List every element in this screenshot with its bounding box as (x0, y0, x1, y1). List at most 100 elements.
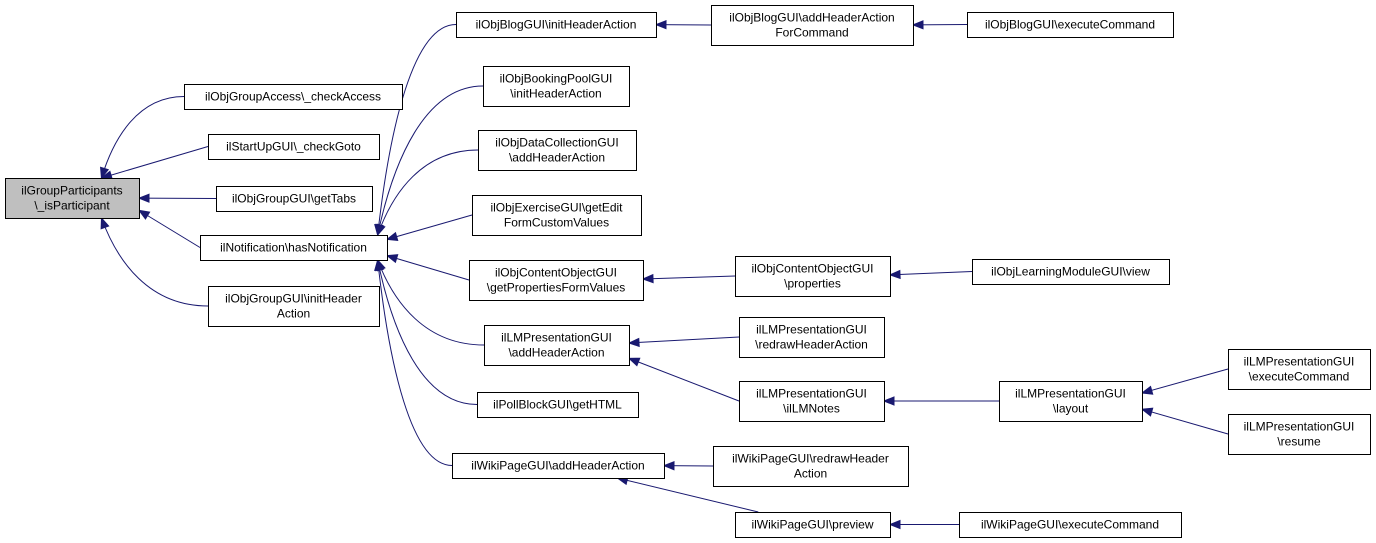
edge-line (138, 209, 201, 248)
node-box (735, 512, 891, 538)
edge-line (101, 96, 185, 179)
node-blog-exec[interactable]: ilObjBlogGUI\executeCommand (967, 12, 1174, 38)
node-box (483, 66, 630, 107)
node-lmp-add-header[interactable]: ilLMPresentationGUI\addHeaderAction (484, 325, 630, 366)
edge-lmp-layout-to-lmp-notes (882, 396, 999, 406)
arrowhead (385, 231, 399, 242)
edge-wiki-exec-to-wiki-preview (888, 519, 959, 530)
arrowhead (99, 166, 110, 180)
edge-line (377, 85, 484, 236)
edge-blog-exec-to-blog-add-header (911, 20, 968, 30)
node-wiki-preview[interactable]: ilWikiPageGUI\preview (735, 512, 891, 538)
node-lm-view[interactable]: ilObjLearningModuleGUI\view (972, 259, 1170, 285)
node-box (216, 186, 373, 212)
node-content-obj-form[interactable]: ilObjContentObjectGUI\getPropertiesFormV… (469, 260, 644, 301)
node-blog-init[interactable]: ilObjBlogGUI\initHeaderAction (456, 12, 657, 38)
node-label-line: ilWikiPageGUI\redrawHeader (732, 452, 889, 466)
edge-line (628, 336, 740, 344)
node-poll-html[interactable]: ilPollBlockGUI\getHTML (477, 392, 639, 418)
node-label-line: ilObjContentObjectGUI (495, 266, 617, 280)
edge-lmp-add-header-to-notif-has (376, 258, 485, 346)
arrowhead (627, 337, 640, 348)
node-wiki-exec[interactable]: ilWikiPageGUI\executeCommand (959, 512, 1182, 538)
node-box (208, 134, 380, 160)
node-label-line: ilObjGroupGUI\initHeader (225, 292, 362, 306)
node-box (735, 256, 891, 297)
node-label-line: ilObjGroupGUI\getTabs (232, 192, 356, 206)
node-booking-init[interactable]: ilObjBookingPoolGUI\initHeaderAction (483, 66, 630, 107)
edge-blog-add-header-to-blog-init (654, 19, 712, 30)
arrowhead (654, 19, 667, 30)
nodes-layer: ilGroupParticipants\_isParticipant ilObjG… (5, 5, 1371, 538)
node-box (713, 446, 909, 487)
node-box (478, 130, 637, 171)
node-label-line: \redrawHeaderAction (755, 338, 868, 352)
edge-group-init-header-to-root (100, 216, 209, 307)
node-notif-has[interactable]: ilNotification\hasNotification (200, 235, 388, 261)
node-box (959, 512, 1182, 538)
node-data-coll[interactable]: ilObjDataCollectionGUI\addHeaderAction (478, 130, 637, 171)
node-wiki-add-header[interactable]: ilWikiPageGUI\addHeaderAction (452, 453, 665, 479)
node-group-get-tabs[interactable]: ilObjGroupGUI\getTabs (216, 186, 373, 212)
node-label-line: ilStartUpGUI\_checkGoto (226, 140, 361, 154)
arrowhead (385, 254, 399, 264)
node-label-line: \resume (1277, 435, 1321, 449)
node-label-line: ilGroupParticipants (21, 184, 122, 198)
arrowhead (662, 460, 675, 471)
arrowhead (627, 357, 641, 367)
edge-wiki-redraw-to-wiki-add-header (662, 460, 714, 471)
node-box (472, 195, 642, 236)
node-lmp-redraw[interactable]: ilLMPresentationGUI\redrawHeaderAction (739, 317, 885, 358)
edge-blog-init-to-notif-has (374, 24, 457, 237)
edge-startup-check-goto-to-root (100, 146, 209, 180)
node-box (208, 286, 380, 327)
node-label-line: ForCommand (775, 26, 848, 40)
edge-line (377, 259, 478, 405)
node-label-line: ilPollBlockGUI\getHTML (493, 398, 622, 412)
node-label-line: \getPropertiesFormValues (487, 281, 626, 295)
node-label-line: ilObjGroupAccess\_checkAccess (205, 90, 381, 104)
node-label-line: ilObjBookingPoolGUI (500, 72, 613, 86)
node-label-line: \layout (1053, 402, 1089, 416)
node-label-line: \initHeaderAction (510, 87, 601, 101)
arrowhead (641, 273, 654, 284)
edge-line (628, 357, 740, 402)
node-box (711, 5, 914, 46)
node-startup-check-goto[interactable]: ilStartUpGUI\_checkGoto (208, 134, 380, 160)
node-content-obj-props[interactable]: ilObjContentObjectGUI\properties (735, 256, 891, 297)
arrowhead (888, 519, 901, 530)
node-box (200, 235, 388, 261)
node-box (469, 260, 644, 301)
node-root[interactable]: ilGroupParticipants\_isParticipant (5, 178, 140, 219)
node-label-line: Action (277, 307, 310, 321)
node-label-line: ilNotification\hasNotification (220, 241, 367, 255)
edge-ga-check-access-to-root (99, 96, 185, 180)
node-label-line: ilObjExerciseGUI\getEdit (490, 201, 623, 215)
node-wiki-redraw[interactable]: ilWikiPageGUI\redrawHeaderAction (713, 446, 909, 487)
node-lmp-resume[interactable]: ilLMPresentationGUI\resume (1228, 414, 1371, 455)
node-lmp-exec[interactable]: ilLMPresentationGUI\executeCommand (1228, 349, 1371, 390)
node-label-line: \ilLMNotes (783, 402, 840, 416)
node-ga-check-access[interactable]: ilObjGroupAccess\_checkAccess (184, 84, 403, 110)
node-label-line: ilWikiPageGUI\preview (751, 518, 873, 532)
edge-lmp-notes-to-lmp-add-header (627, 357, 740, 402)
node-box (999, 381, 1143, 422)
edge-line (642, 275, 736, 280)
arrowhead (911, 20, 924, 30)
arrowhead (882, 396, 895, 406)
node-label-line: Action (794, 467, 827, 481)
edge-line (1141, 368, 1229, 394)
arrowhead (1140, 407, 1154, 417)
arrowhead (100, 216, 110, 230)
edge-lmp-resume-to-lmp-layout (1140, 407, 1229, 435)
node-lmp-notes[interactable]: ilLMPresentationGUI\ilLMNotes (739, 381, 885, 422)
node-group-init-header[interactable]: ilObjGroupGUI\initHeaderAction (208, 286, 380, 327)
node-box (972, 259, 1170, 285)
node-lmp-layout[interactable]: ilLMPresentationGUI\layout (999, 381, 1143, 422)
edge-line (377, 149, 479, 236)
edge-line (1141, 408, 1229, 435)
edge-line (101, 146, 209, 179)
